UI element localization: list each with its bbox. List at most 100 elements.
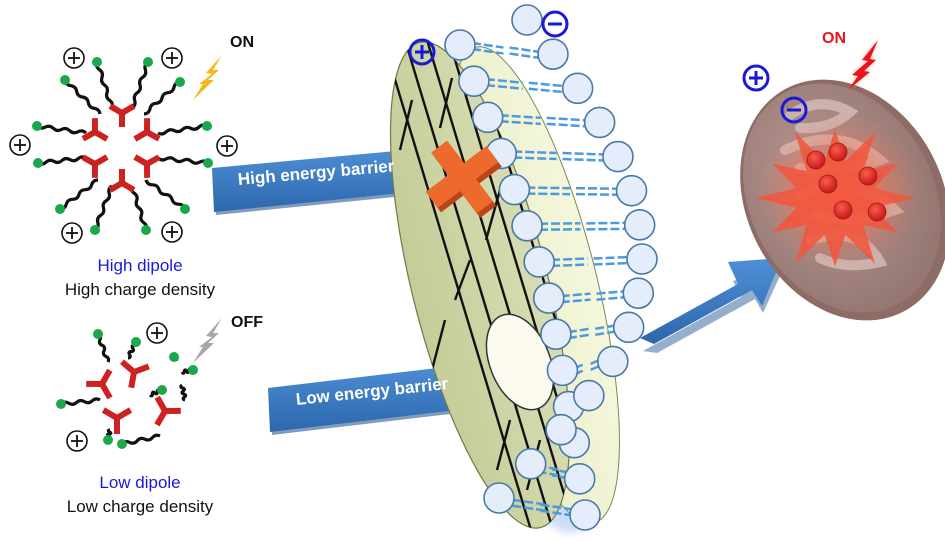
blocked-x-icon (425, 140, 502, 218)
high-energy-barrier-arrow (212, 148, 442, 215)
lipid-head (523, 246, 555, 278)
bottom-density-label: Low charge density (66, 497, 214, 516)
lipid-tail (575, 192, 620, 196)
polymer-unit (101, 407, 133, 434)
lipid-head (511, 209, 543, 242)
polymer-unit (133, 154, 161, 178)
lightning-on-icon (193, 55, 222, 100)
lipid-tail (596, 295, 627, 301)
lipid-tail (562, 151, 607, 156)
end-group (141, 225, 151, 235)
end-group (103, 435, 113, 445)
polymer-chain (63, 79, 102, 115)
positive-charge-icon (9, 134, 31, 156)
bottom-dipole-label: Low dipole (99, 473, 181, 492)
polymer-chain (59, 397, 101, 406)
polymer-chain (120, 433, 161, 446)
lipid-head (561, 72, 594, 105)
membrane-crossline (430, 319, 447, 371)
membrane-negative-charge-icon (541, 10, 569, 38)
polymer-unit (108, 169, 136, 193)
lipid-tail (593, 255, 631, 260)
end-group (33, 158, 43, 168)
polymer-chain (179, 383, 188, 402)
positive-charge-icon (66, 430, 88, 452)
positive-charge-icon (161, 221, 183, 243)
lipid-tail (596, 289, 627, 295)
lipid-head (622, 277, 655, 309)
polymer-chain (156, 156, 210, 165)
entry-arrow (640, 258, 785, 353)
lipid-head (569, 499, 601, 531)
membrane-bilayer (378, 4, 658, 542)
membrane-crossline (438, 77, 454, 129)
target-cell (740, 79, 945, 321)
membrane-crossline (495, 419, 512, 471)
lipid-tail (528, 87, 566, 94)
polymer-chain (35, 124, 88, 135)
polymer-unit (154, 395, 181, 427)
positive-charge-icon (146, 322, 168, 344)
lipid-head (545, 413, 577, 446)
positive-charge-icon (63, 47, 85, 69)
positive-charge-icon (61, 222, 83, 244)
end-group (143, 57, 153, 67)
cargo-particle (828, 142, 848, 162)
polymer-unit (108, 103, 136, 127)
cargo-particle (818, 174, 838, 194)
cell-positive-charge-icon (742, 64, 770, 92)
lightning-cell-icon (848, 40, 878, 90)
lipid-tail (509, 52, 542, 60)
polymer-chain (97, 332, 111, 363)
polymer-unit (81, 118, 109, 142)
end-group (203, 158, 213, 168)
membrane-stripe (422, 29, 586, 542)
lipid-head (626, 243, 658, 275)
lipid-head (471, 101, 504, 134)
lipid-tail (590, 358, 602, 366)
lipid-tail (499, 114, 541, 120)
end-group (169, 352, 179, 362)
low-dipole-molecule (56, 322, 198, 452)
lipid-tail (546, 122, 588, 128)
lipid-head (540, 318, 572, 351)
cell-negative-charge-icon (780, 96, 808, 124)
lipid-head (511, 4, 543, 36)
membrane-crossline (484, 189, 502, 241)
lipid-head (444, 29, 476, 61)
lipid-tail (485, 83, 523, 90)
top-density-label: High charge density (64, 280, 216, 299)
end-group (93, 329, 103, 339)
lipid-tail (471, 41, 504, 49)
polymer-chain (131, 60, 149, 110)
lipid-tail (526, 192, 570, 196)
membrane-pore (485, 313, 555, 411)
lipid-head (612, 311, 645, 344)
lipid-tail (538, 503, 598, 515)
polymer-unit (86, 368, 113, 400)
lipid-head (514, 448, 547, 480)
cargo-particle (858, 166, 878, 186)
end-group (188, 365, 198, 375)
end-group (175, 77, 185, 87)
cargo-particle (806, 150, 826, 170)
end-group (55, 204, 65, 214)
lipid-head (546, 354, 579, 387)
lipid-tail (513, 156, 557, 161)
lipid-head (483, 482, 515, 514)
lipid-head (537, 38, 569, 70)
polymer-chain (37, 155, 87, 166)
polymer-chain (129, 185, 149, 231)
bottom-switch-label: OFF (231, 314, 263, 331)
lipid-head (602, 140, 634, 173)
polymer-unit (120, 359, 150, 389)
lipid-tail (560, 292, 591, 298)
polymer-chain (143, 80, 181, 116)
lipid-tail (593, 261, 631, 266)
polymer-chain (59, 178, 99, 211)
lipid-tail (590, 364, 602, 372)
lipid-head (597, 345, 629, 378)
lipid-head (563, 463, 596, 495)
polymer-chain (144, 179, 187, 210)
lipid-head (583, 106, 616, 139)
